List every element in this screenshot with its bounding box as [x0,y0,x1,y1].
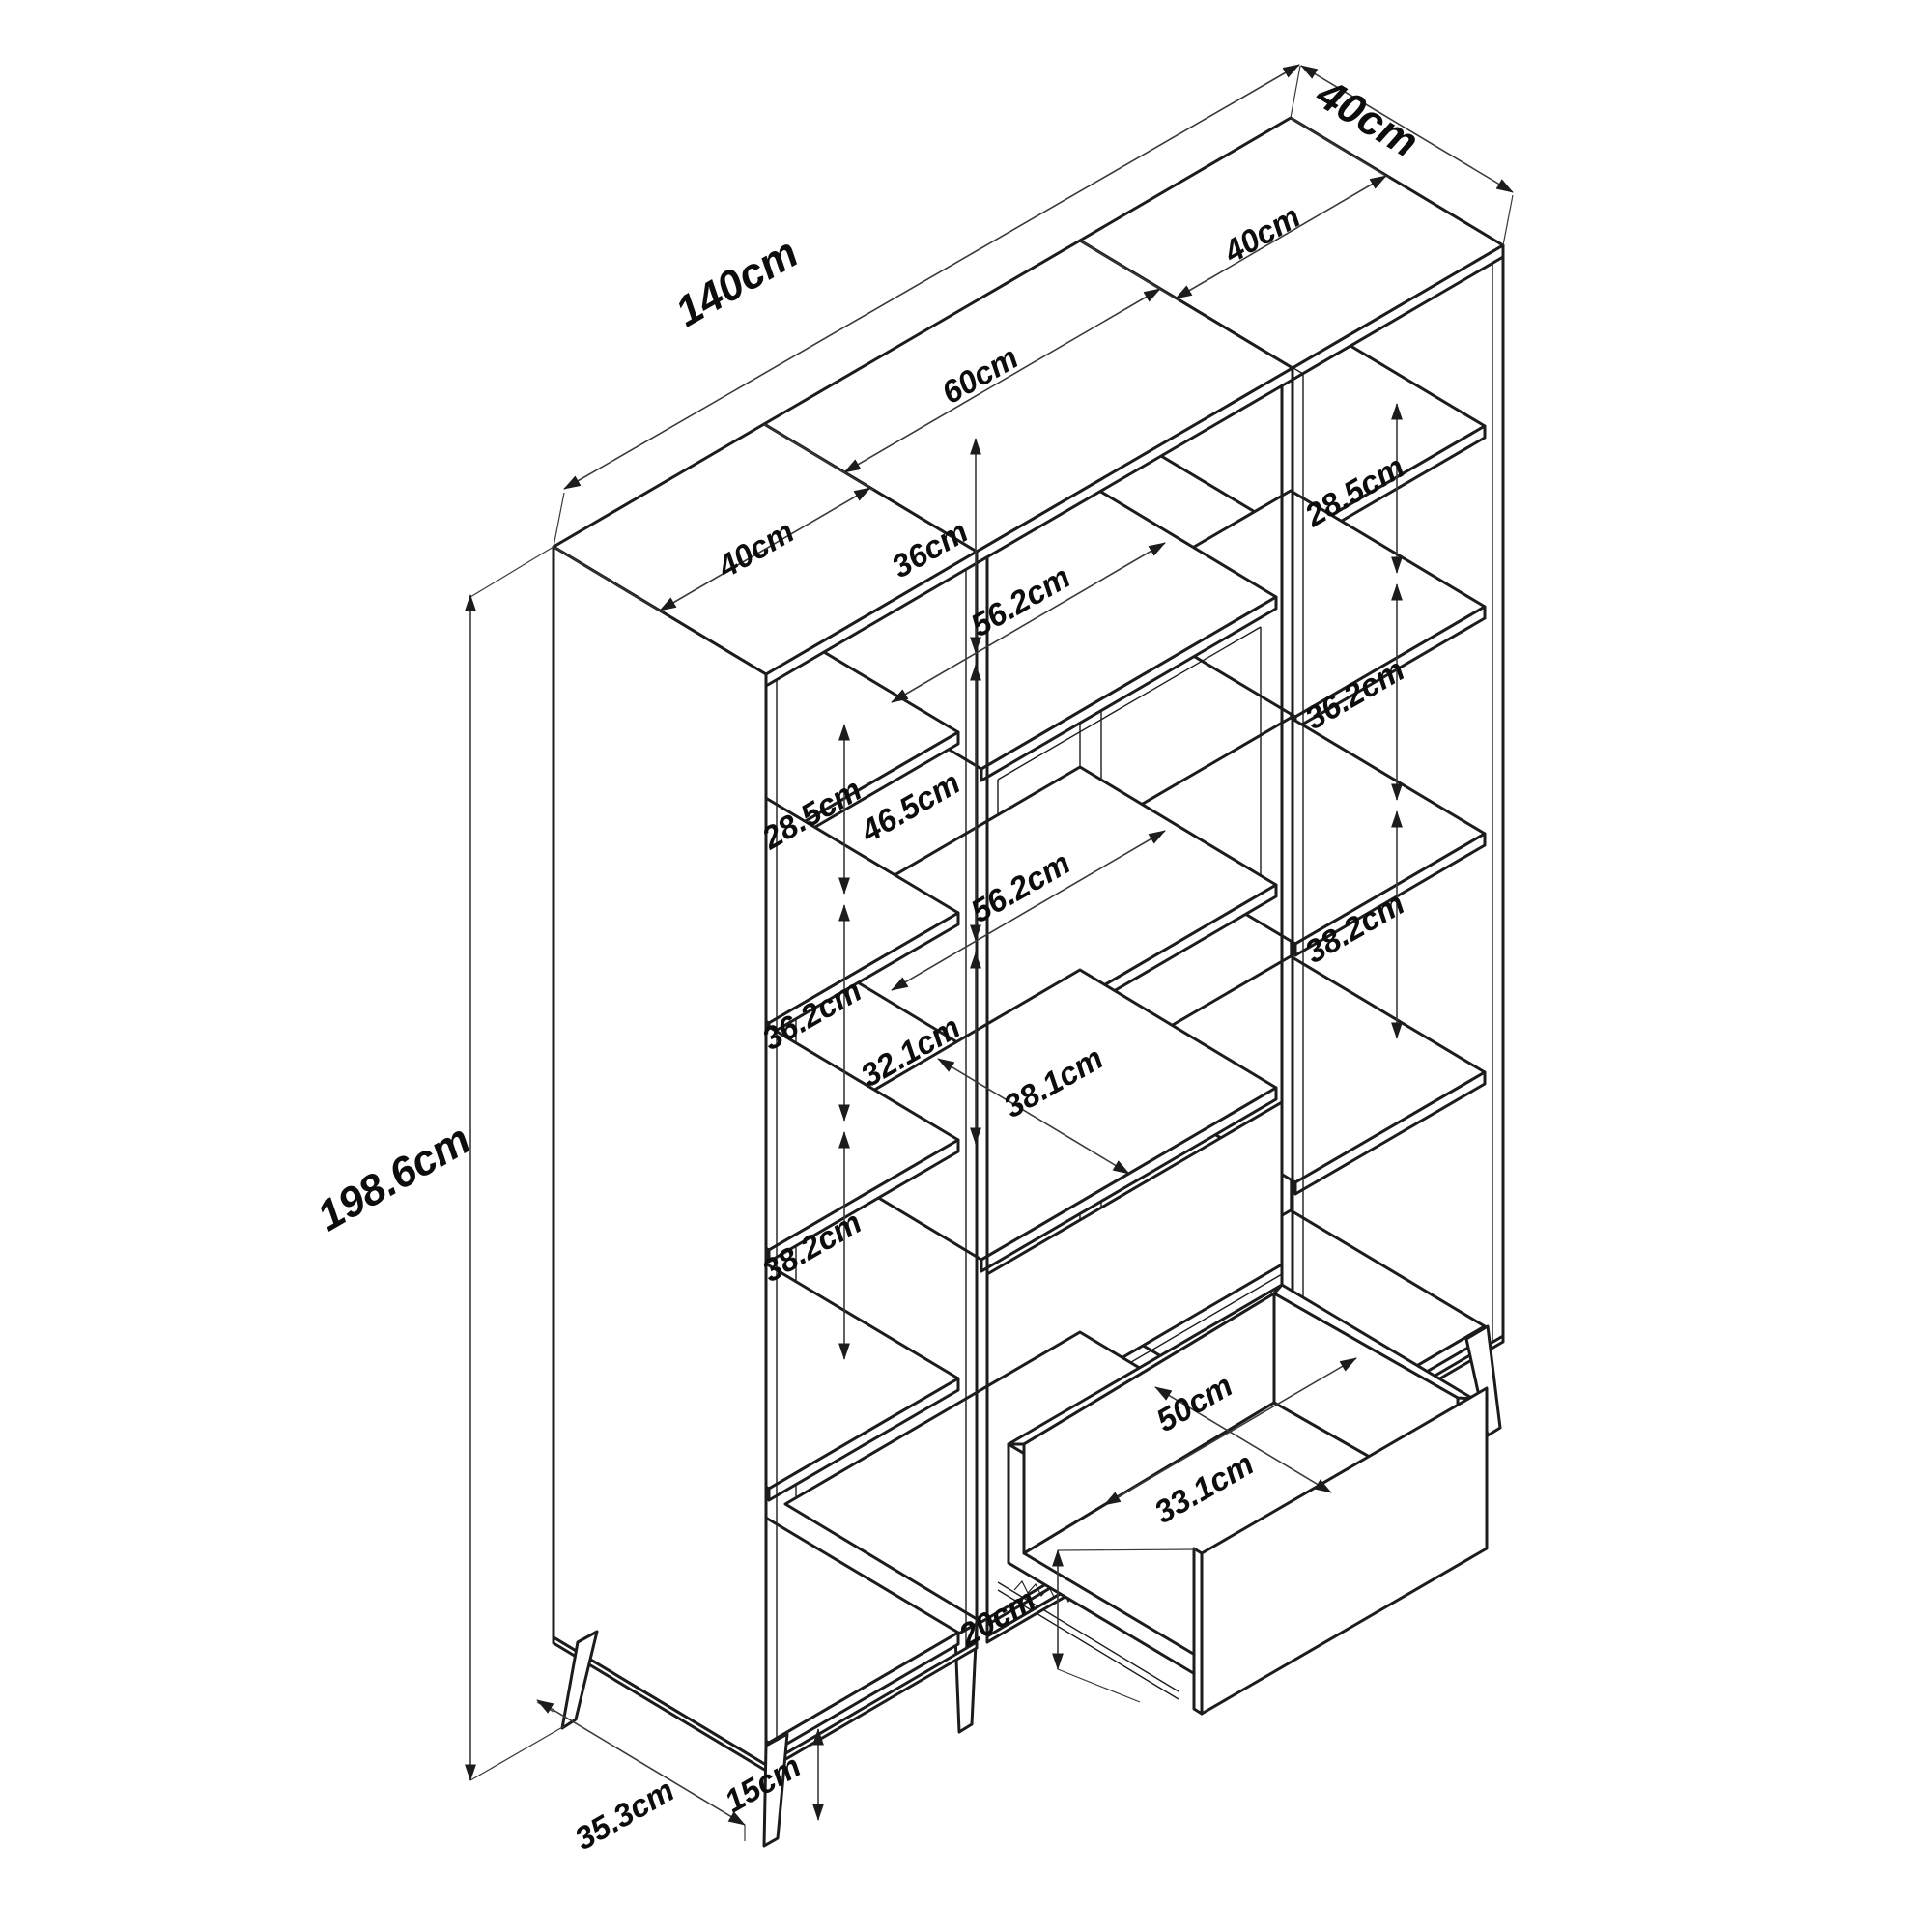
label-overall-height: 198.6cm [309,1116,478,1240]
left-column [552,422,979,1848]
dimension-lines [465,64,1514,1841]
label-base-depth: 35.3cm [569,1772,680,1857]
label-overall-width: 140cm [668,229,806,336]
